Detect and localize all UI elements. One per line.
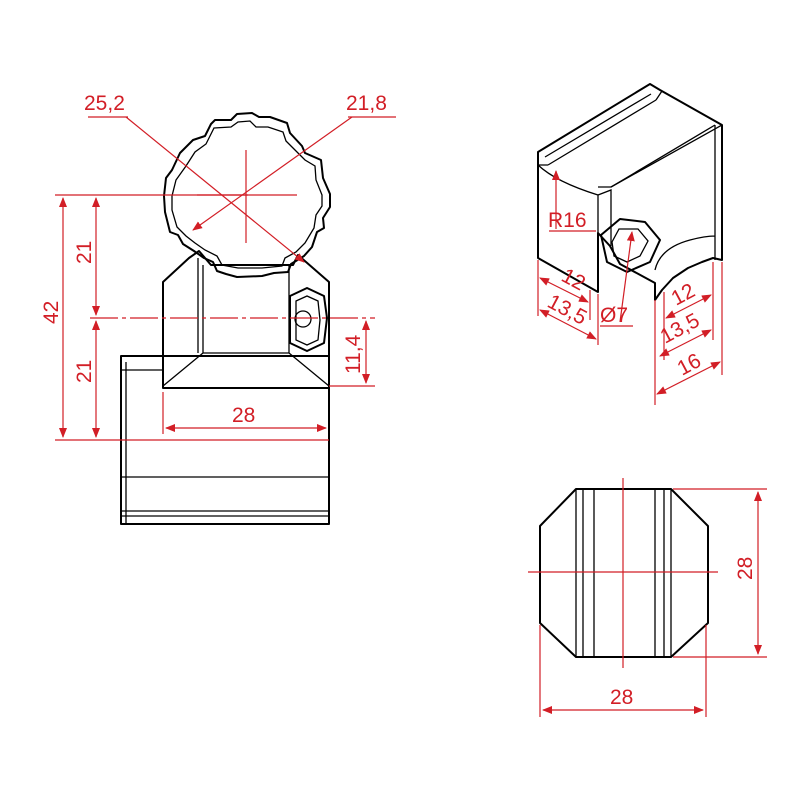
hex-nut-inner <box>295 295 321 346</box>
dim-line-hole <box>619 231 635 323</box>
label-iso-right-12: 12 <box>668 279 699 310</box>
label-top-width: 28 <box>610 686 633 709</box>
label-upper-half: 21 <box>73 241 96 264</box>
top-body <box>539 488 709 658</box>
top-view: 28 28 <box>528 478 767 717</box>
clamp-ring-inner <box>171 120 323 269</box>
label-iso-left-12: 12 <box>558 264 589 295</box>
dim-line-inner-diameter <box>192 116 353 231</box>
label-screw-offset: 11,4 <box>342 334 365 374</box>
iso-view: R16 Ø7 12 13,5 12 13,5 16 <box>537 83 723 405</box>
label-top-height: 28 <box>734 557 757 580</box>
label-lower-half: 21 <box>73 360 96 383</box>
dim-line-iso-right-13-5 <box>659 329 712 357</box>
label-hole-diameter: Ø7 <box>600 304 628 327</box>
label-total-height: 42 <box>40 301 63 324</box>
label-width-front: 28 <box>232 404 255 427</box>
label-inner-diameter: 21,8 <box>346 92 387 115</box>
hex-nut-hole <box>294 310 312 328</box>
iso-top-groove <box>538 90 663 166</box>
front-view: 25,2 21,8 42 21 21 28 11,4 <box>40 92 396 525</box>
dim-line-iso-right-16 <box>656 361 721 395</box>
label-iso-right-16: 16 <box>674 349 705 380</box>
dim-line-outer-diameter <box>125 116 305 263</box>
clamp-block <box>162 250 330 389</box>
dim-line-iso-left-13-5 <box>539 309 597 340</box>
label-outer-diameter: 25,2 <box>84 92 125 115</box>
clamp-block-bevel <box>162 265 330 387</box>
dim-line-iso-right-12 <box>665 294 712 319</box>
dim-line-iso-left-12 <box>539 277 589 303</box>
iso-right-face <box>610 124 723 271</box>
label-r16: R16 <box>548 209 587 232</box>
iso-hex-nut-inner <box>611 228 649 263</box>
iso-body <box>537 83 723 301</box>
hex-nut <box>289 287 328 352</box>
iso-hex-nut <box>600 218 661 273</box>
